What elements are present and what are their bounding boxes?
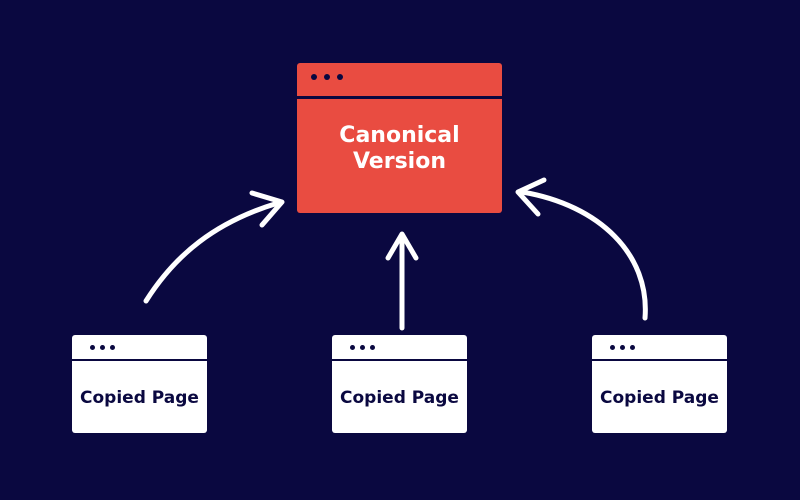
copied-page-label: Copied Page — [80, 388, 199, 408]
window-divider — [332, 359, 467, 361]
window-dots-icon — [350, 345, 375, 350]
dot-icon — [370, 345, 375, 350]
dot-icon — [311, 74, 317, 80]
arrow-right-icon — [515, 177, 648, 321]
copied-page-window-right: Copied Page — [592, 335, 727, 433]
arrow-left-icon — [143, 190, 285, 304]
window-divider — [297, 96, 502, 99]
dot-icon — [324, 74, 330, 80]
dot-icon — [100, 345, 105, 350]
copied-page-window-middle: Copied Page — [332, 335, 467, 433]
arrow-middle-icon — [385, 231, 419, 331]
window-dots-icon — [311, 74, 343, 80]
dot-icon — [630, 345, 635, 350]
copied-page-window-left: Copied Page — [72, 335, 207, 433]
dot-icon — [360, 345, 365, 350]
window-dots-icon — [90, 345, 115, 350]
copied-page-label: Copied Page — [340, 388, 459, 408]
dot-icon — [620, 345, 625, 350]
dot-icon — [350, 345, 355, 350]
dot-icon — [90, 345, 95, 350]
canonical-label-line1: Canonical — [339, 123, 460, 148]
dot-icon — [610, 345, 615, 350]
dot-icon — [110, 345, 115, 350]
copied-page-label: Copied Page — [600, 388, 719, 408]
window-divider — [72, 359, 207, 361]
window-dots-icon — [610, 345, 635, 350]
canonical-version-window: Canonical Version — [297, 63, 502, 213]
canonical-version-label: Canonical Version — [297, 123, 502, 176]
dot-icon — [337, 74, 343, 80]
window-divider — [592, 359, 727, 361]
canonical-label-line2: Version — [352, 149, 446, 175]
